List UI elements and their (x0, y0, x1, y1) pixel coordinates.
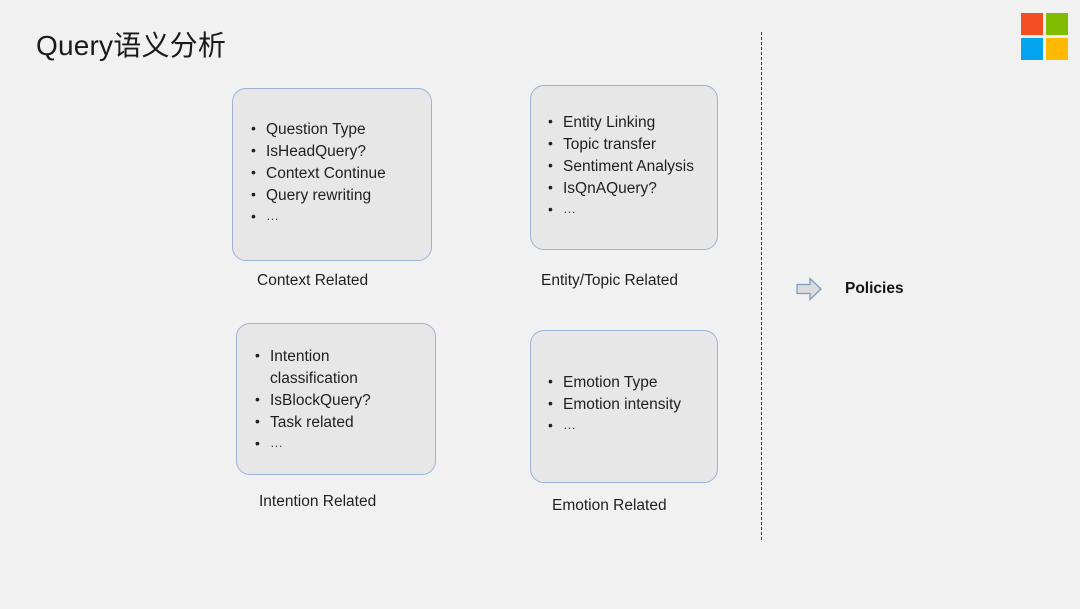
page-title: Query语义分析 (36, 30, 227, 61)
list-item: Query rewriting (251, 185, 431, 207)
list-item: IsBlockQuery? (255, 390, 373, 412)
list-item-ellipsis: … (548, 199, 717, 219)
vertical-dashed-divider (761, 32, 762, 540)
card-entity-topic-related: Entity Linking Topic transfer Sentiment … (530, 85, 718, 250)
caption-entity-topic-related: Entity/Topic Related (541, 272, 678, 289)
card-intention-related: Intention classification IsBlockQuery? T… (236, 323, 436, 475)
list-item: Sentiment Analysis (548, 156, 717, 178)
list-item: Question Type (251, 119, 431, 141)
caption-context-related: Context Related (257, 272, 369, 289)
card-emotion-list: Emotion Type Emotion intensity … (548, 372, 717, 436)
list-item: Emotion Type (548, 372, 717, 394)
card-entity-list: Entity Linking Topic transfer Sentiment … (548, 112, 717, 220)
card-context-related: Question Type IsHeadQuery? Context Conti… (232, 88, 432, 261)
list-item: Emotion intensity (548, 394, 717, 416)
logo-blue-tile (1021, 38, 1043, 60)
right-block-arrow-icon (796, 277, 822, 301)
list-item: Intention classification (255, 346, 373, 390)
list-item: Task related (255, 412, 373, 434)
card-intent-list: Intention classification IsBlockQuery? T… (255, 346, 373, 454)
logo-green-tile (1046, 13, 1068, 35)
microsoft-logo (1021, 13, 1068, 60)
logo-red-tile (1021, 13, 1043, 35)
list-item: IsQnAQuery? (548, 178, 717, 200)
card-emotion-related: Emotion Type Emotion intensity … (530, 330, 718, 483)
logo-yellow-tile (1046, 38, 1068, 60)
list-item: Context Continue (251, 163, 431, 185)
list-item-ellipsis: … (255, 433, 373, 453)
list-item: Topic transfer (548, 134, 717, 156)
list-item: Entity Linking (548, 112, 717, 134)
caption-intention-related: Intention Related (259, 493, 377, 510)
list-item-ellipsis: … (251, 206, 431, 226)
list-item-ellipsis: … (548, 415, 717, 435)
card-context-list: Question Type IsHeadQuery? Context Conti… (251, 119, 431, 227)
caption-emotion-related: Emotion Related (552, 497, 667, 514)
policies-label: Policies (845, 280, 904, 297)
list-item: IsHeadQuery? (251, 141, 431, 163)
